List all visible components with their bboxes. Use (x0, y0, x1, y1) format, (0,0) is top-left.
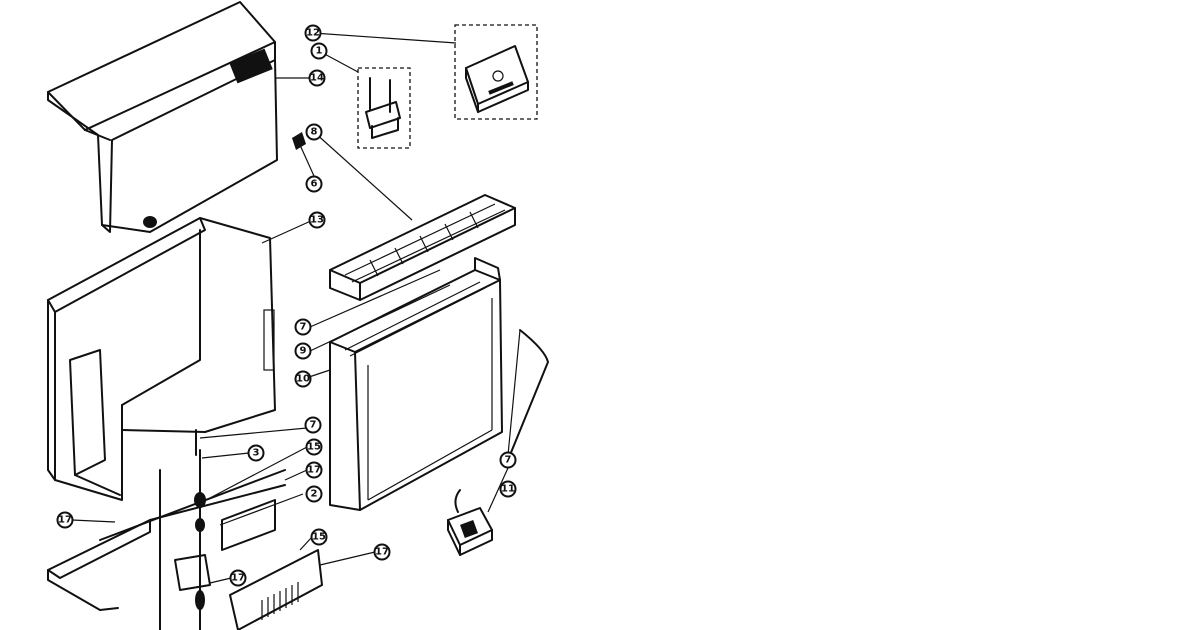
callout-11: 11 (499, 480, 517, 498)
chassis-frame-part (47, 217, 276, 501)
svg-text:11: 11 (501, 484, 515, 495)
svg-text:15: 15 (307, 442, 321, 453)
svg-text:6: 6 (311, 179, 318, 190)
screw-part (292, 132, 306, 150)
callout-17-upper: 17 (305, 461, 323, 479)
callout-17-right: 17 (373, 543, 391, 561)
bracket-assembly-part (357, 67, 411, 149)
callout-15-upper: 15 (305, 438, 323, 456)
callout-7-right: 7 (499, 451, 517, 469)
callout-13: 13 (308, 211, 326, 229)
callout-8: 8 (305, 123, 323, 141)
svg-text:3: 3 (253, 448, 260, 459)
svg-text:17: 17 (58, 515, 72, 526)
svg-text:17: 17 (375, 547, 389, 558)
knob (143, 216, 157, 228)
callout-17-bottom: 17 (229, 569, 247, 587)
svg-text:10: 10 (296, 374, 310, 385)
callouts: 12 1 14 8 6 13 7 9 10 7 3 15 17 2 7 11 1… (56, 24, 517, 587)
svg-text:15: 15 (312, 532, 326, 543)
callout-3: 3 (247, 444, 265, 462)
top-tray-part (329, 194, 516, 301)
coil-part (329, 257, 503, 511)
callout-15-lower: 15 (310, 528, 328, 546)
control-panel-part (454, 24, 538, 120)
base-pan-part (47, 429, 286, 630)
callout-10: 10 (294, 370, 312, 388)
svg-text:7: 7 (505, 455, 512, 466)
svg-text:14: 14 (310, 73, 324, 84)
svg-text:17: 17 (231, 573, 245, 584)
vent-grille (229, 48, 273, 84)
svg-text:2: 2 (311, 489, 318, 500)
callout-14: 14 (308, 69, 326, 87)
callout-1: 1 (310, 42, 328, 60)
top-cover-part (47, 1, 278, 233)
svg-text:7: 7 (300, 322, 307, 333)
svg-text:8: 8 (311, 127, 318, 138)
svg-text:7: 7 (310, 420, 317, 431)
tube-part (509, 329, 549, 456)
svg-text:13: 13 (310, 215, 324, 226)
svg-text:1: 1 (316, 46, 323, 57)
side-panel-part (229, 549, 323, 630)
callout-9: 9 (294, 342, 312, 360)
callout-17-left: 17 (56, 511, 74, 529)
svg-text:9: 9 (300, 346, 307, 357)
callout-7-upper: 7 (294, 318, 312, 336)
svg-text:17: 17 (307, 465, 321, 476)
svg-text:12: 12 (306, 28, 320, 39)
callout-12: 12 (304, 24, 322, 42)
switch-part (447, 489, 493, 556)
callout-6: 6 (305, 175, 323, 193)
callout-7-middle: 7 (304, 416, 322, 434)
leader-lines (71, 32, 521, 584)
callout-2: 2 (305, 485, 323, 503)
